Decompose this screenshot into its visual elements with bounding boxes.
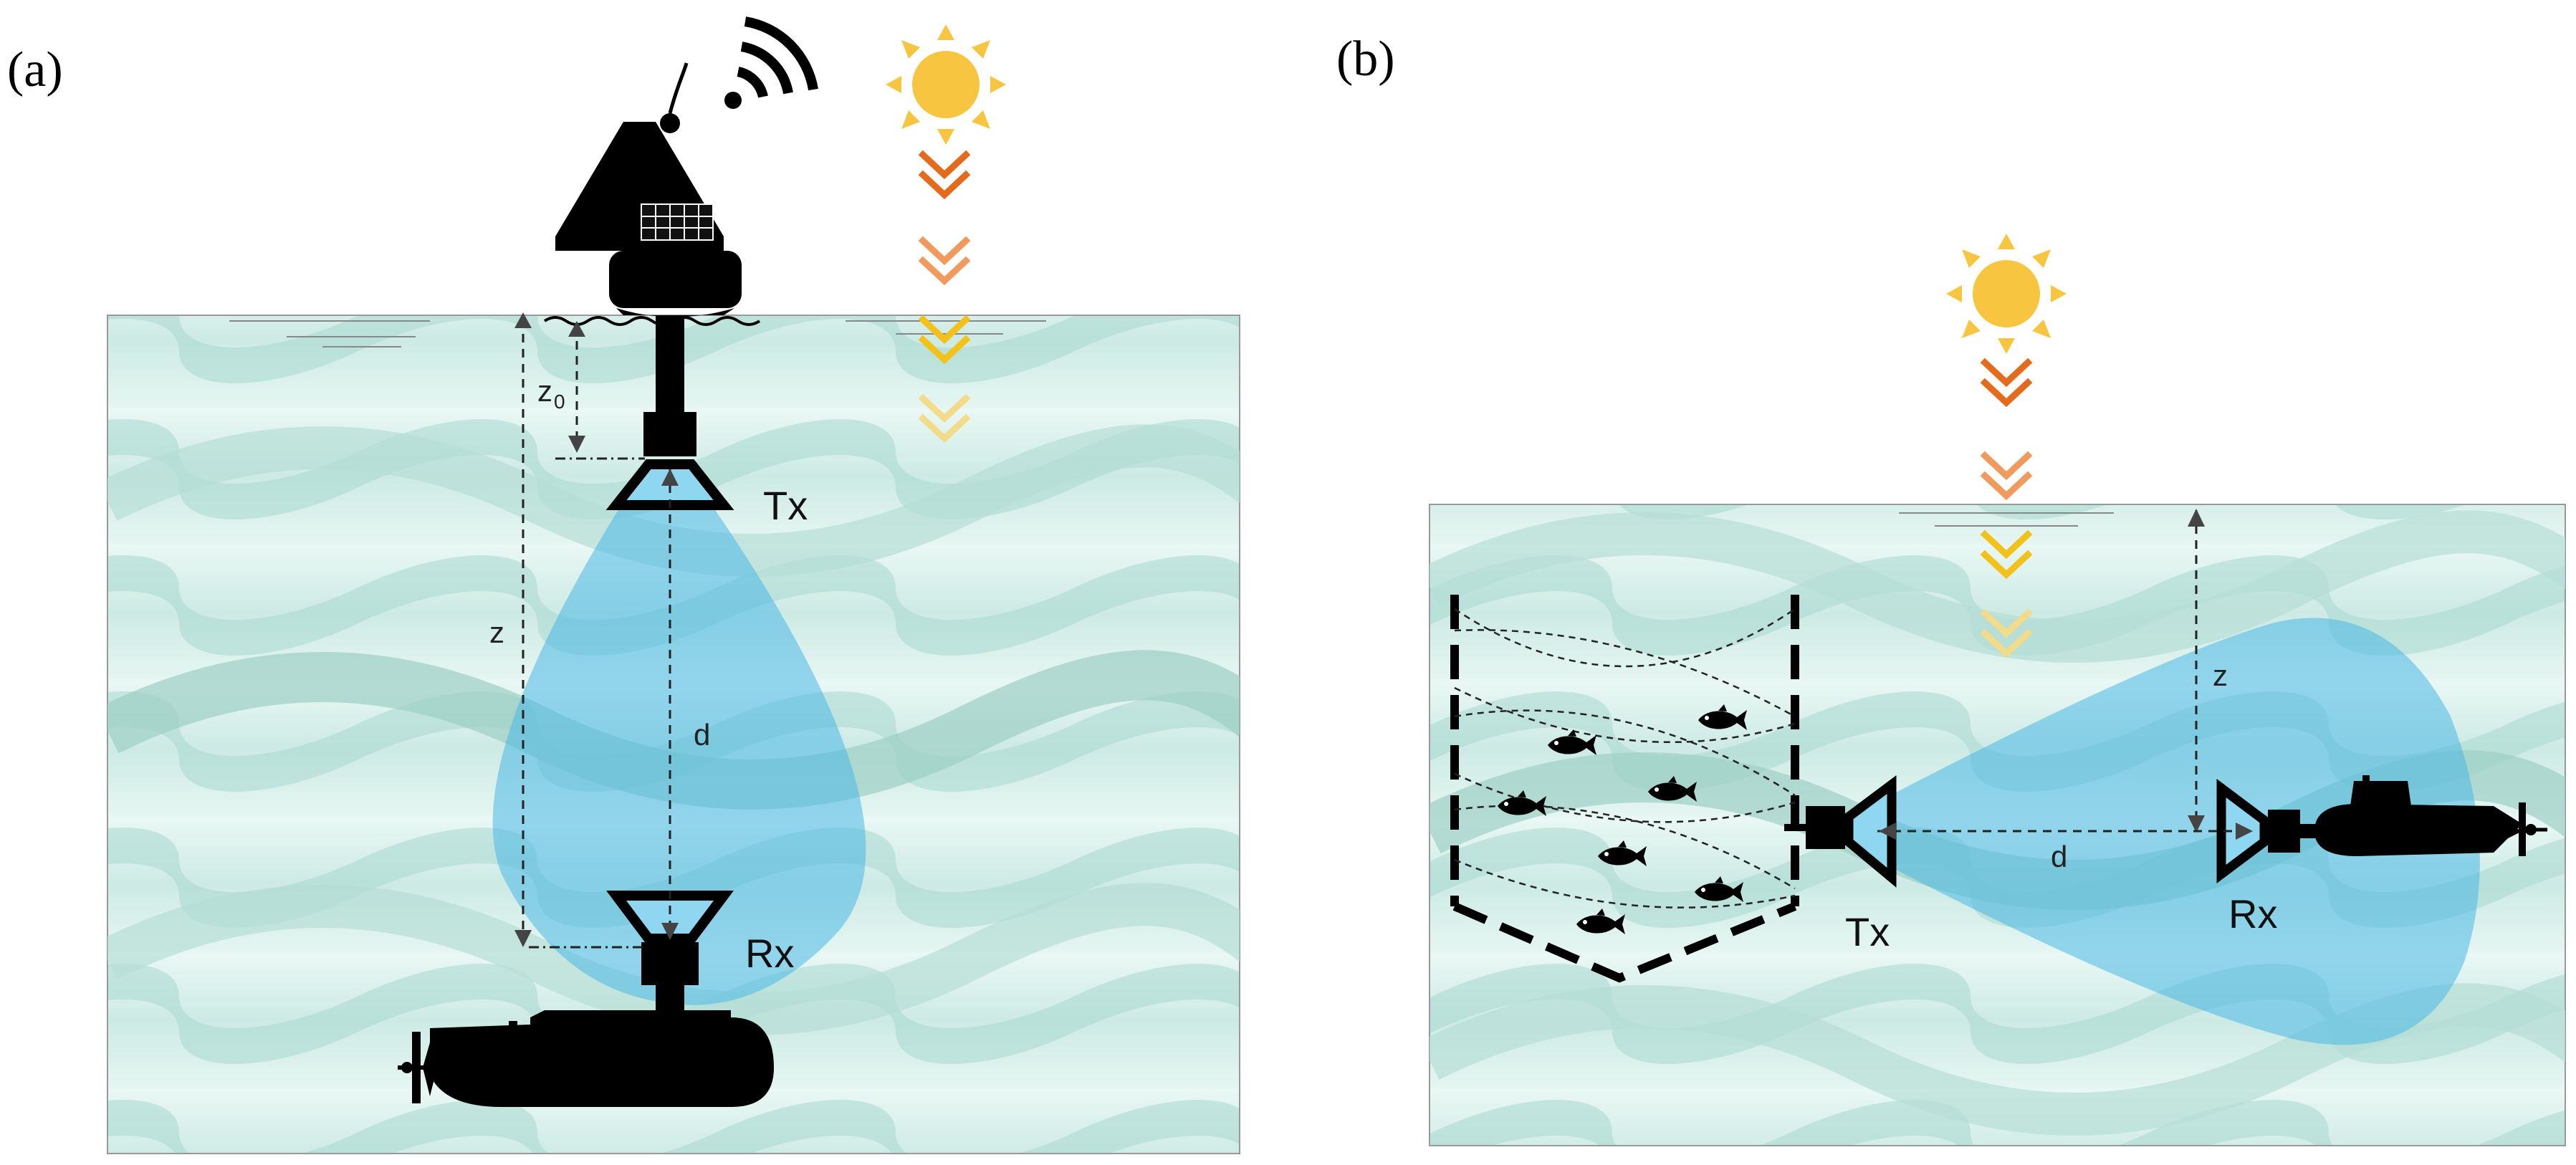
- panel-b-z-dimension: [2188, 509, 2205, 833]
- sun-icon: [886, 24, 1006, 145]
- panel-a-rx-label: Rx: [745, 931, 794, 976]
- submarine-icon: [398, 1010, 774, 1107]
- panel-a-tx-label: Tx: [763, 483, 808, 528]
- panel-a-light-beam: [492, 502, 866, 1005]
- sun-icon: [1946, 234, 2067, 354]
- panel-a-z-dimension: [514, 312, 645, 949]
- wifi-icon: [724, 16, 818, 109]
- panel-b: (b): [1336, 32, 2566, 1146]
- panel-b-d-dimension: [1877, 823, 2253, 840]
- panel-a-z0-dimension: [555, 321, 645, 460]
- panel-b-tx-label: Tx: [1845, 909, 1890, 954]
- panel-a-z0-subscript: 0: [554, 390, 565, 413]
- panel-b-z-label: z: [2213, 658, 2228, 692]
- panel-b-rx-label: Rx: [2228, 891, 2277, 936]
- panel-b-label: (b): [1336, 32, 1395, 87]
- fish-cage: [1450, 595, 1799, 983]
- panel-b-tx-transducer: [1784, 775, 1897, 888]
- panel-a-d-label: d: [694, 718, 710, 752]
- panel-a-label: (a): [7, 42, 63, 97]
- panel-a-z-label: z: [489, 615, 504, 649]
- panel-a: (a): [7, 16, 1240, 1154]
- panel-b-d-label: d: [2051, 840, 2067, 873]
- panel-a-d-dimension: [661, 469, 679, 940]
- buoy-icon: [543, 62, 761, 456]
- submarine-icon: [2314, 775, 2547, 856]
- panel-a-rx-transducer: [606, 891, 734, 1028]
- panel-a-z0-label: z: [537, 374, 552, 408]
